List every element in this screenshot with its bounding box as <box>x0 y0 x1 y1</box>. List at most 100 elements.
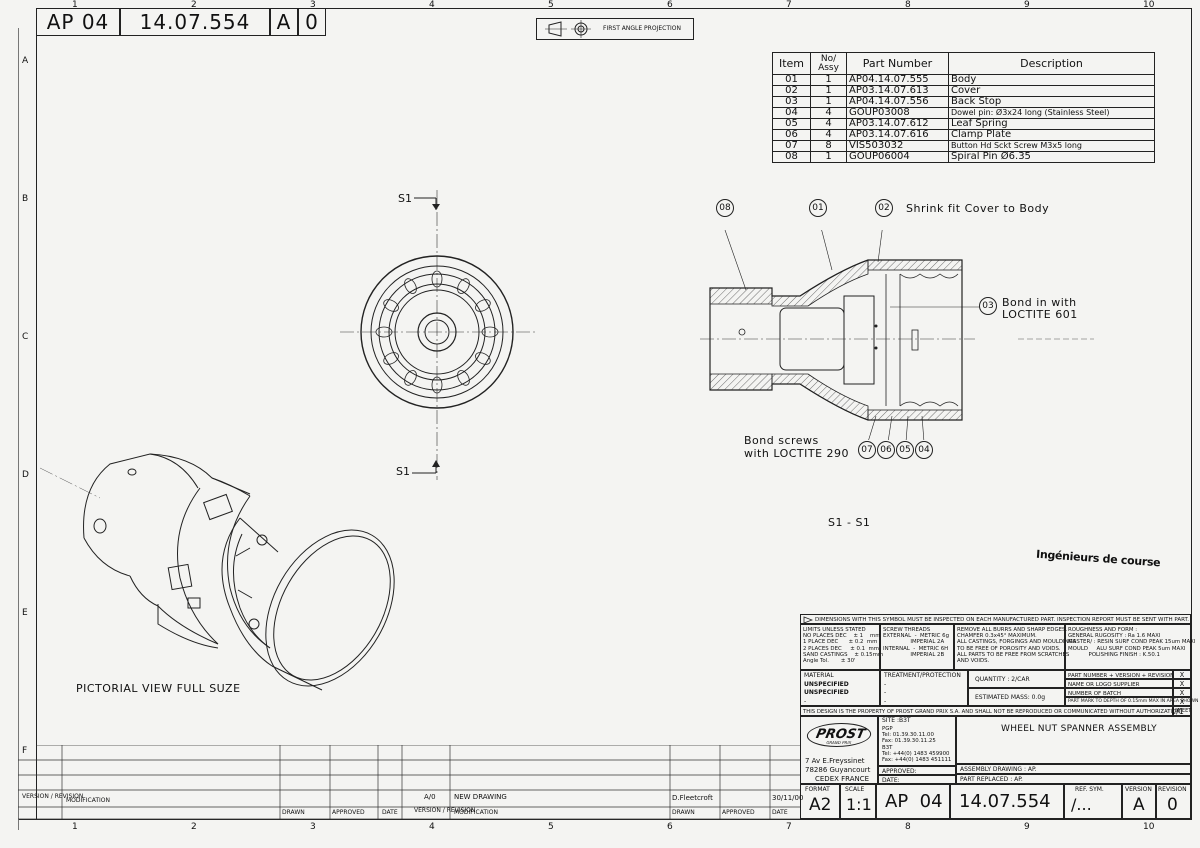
balloon-07: 07 <box>858 441 876 459</box>
dn-prefix: AP 04 <box>885 791 943 812</box>
bill-of-materials: Item No/ Assy Part Number Description 01… <box>772 52 1155 163</box>
site-label: SITE :B3T <box>882 717 911 724</box>
bom-part-cell: AP03.14.07.613 <box>846 85 949 97</box>
zone-top: 5 <box>548 0 554 10</box>
revision-value: 0 <box>1167 795 1178 815</box>
format-value: A2 <box>809 795 832 815</box>
address-line-1: 7 Av E.Freyssinet <box>805 757 865 765</box>
projection-box: FIRST ANGLE PROJECTION <box>536 18 694 40</box>
zone-side-left: A <box>22 56 29 66</box>
note-screws-line1: Bond screws <box>744 434 819 447</box>
mark-row-1: PART NUMBER + VERSION + REVISION <box>1065 670 1174 679</box>
bom-desc-cell: Back Stop <box>948 96 1155 108</box>
rev-row-drawn: D.Fleetcroft <box>672 794 713 802</box>
zone-top: 9 <box>1024 0 1030 10</box>
bom-part-cell: AP03.14.07.616 <box>846 129 949 141</box>
limits-line: NO PLACES DEC ± 1 mm <box>803 633 881 640</box>
zone-top: 8 <box>905 0 911 10</box>
rev-col-date-2: DATE <box>772 809 788 816</box>
threads-line: INTERNAL - METRIC 6H <box>883 645 949 652</box>
material-value-3: - <box>804 698 807 705</box>
section-mark-bottom: S1 <box>396 465 410 478</box>
spline-lobe <box>481 326 499 338</box>
logo-sub: GRAND PRIX <box>825 740 852 745</box>
approved-cell: APPROVED: <box>878 766 956 775</box>
zone-top: 7 <box>786 0 792 10</box>
property-text: THIS DESIGN IS THE PROPERTY OF PROST GRA… <box>803 709 1182 715</box>
material-cell: MATERIAL UNSPECIFIED UNSPECIFIED - <box>800 670 880 706</box>
mark-row-2: NAME OR LOGO SUPPLIER <box>1065 679 1173 688</box>
zone-top: 10 <box>1143 0 1155 10</box>
inspection-header: DIMENSIONS WITH THIS SYMBOL MUST BE INSP… <box>800 614 1191 624</box>
property-row: THIS DESIGN IS THE PROPERTY OF PROST GRA… <box>800 706 1182 716</box>
zone-side-left: C <box>22 332 29 342</box>
x-mark-4: X <box>1173 697 1191 706</box>
dn-number: 14.07.554 <box>959 791 1051 812</box>
balloon-06: 06 <box>877 441 895 459</box>
bom-desc-cell: Cover <box>948 85 1155 97</box>
zone-bottom: 5 <box>548 822 554 832</box>
roughness-line: GENERAL RUGOSITY : Ra 1.6 MAXI <box>1068 633 1161 640</box>
notes-line: ALL CASTINGS, FORGINGS AND MOULDINGS <box>957 639 1077 646</box>
note-shrink-fit: Shrink fit Cover to Body <box>906 202 1050 215</box>
rev-col-version-2: VERSION / REVISION <box>414 807 476 814</box>
mark-row-4: PART MARK TO DEPTH OF 0.15mm MAX IN AREA… <box>1065 697 1198 706</box>
company-cell: PROST GRAND PRIX 7 Av E.Freyssinet 78286… <box>800 716 878 784</box>
bom-part-cell: GOUP03008 <box>846 107 949 119</box>
threads-line: SCREW THREADS <box>883 627 931 633</box>
quantity-text: QUANTITY : 2/CAR <box>975 676 1030 683</box>
threads-line: IMPERIAL 2A <box>883 639 945 646</box>
rev-col-drawn-2: DRAWN <box>672 809 695 816</box>
zone-bottom: 9 <box>1024 822 1030 832</box>
scale-value: 1:1 <box>846 795 872 814</box>
revision-cell: REVISION 0 <box>1156 784 1191 819</box>
bom-qty-cell: 4 <box>810 129 847 141</box>
bom-item-cell: 08 <box>772 151 811 163</box>
limits-line: Angle Tol. ± 30' <box>803 658 856 665</box>
dn-prefix-cell: AP 04 <box>876 784 950 819</box>
part-replaced: PART REPLACED : AP. <box>960 776 1023 783</box>
notes-line: CHAMFER 0.3x45° MAXIMUM. <box>957 633 1037 640</box>
bom-desc-cell: Spiral Pin Ø6.35 <box>948 151 1155 163</box>
revision-table-grid <box>18 745 800 820</box>
zone-top: 2 <box>191 0 197 10</box>
bom-part-cell: VIS503032 <box>846 140 949 152</box>
bom-header-part: Part Number <box>846 52 949 75</box>
bom-item-cell: 01 <box>772 74 811 86</box>
zone-bottom: 3 <box>310 822 316 832</box>
treatment-value-2: - <box>884 689 887 696</box>
threads-line: IMPERIAL 2B <box>883 651 945 658</box>
version-label: VERSION <box>1125 786 1152 793</box>
frame-outer-left <box>18 28 19 830</box>
spline-lobe <box>404 278 417 294</box>
zone-bottom: 8 <box>905 822 911 832</box>
scale-cell: SCALE 1:1 <box>840 784 876 819</box>
sheet-label: SHEET <box>1175 708 1192 714</box>
material-value-1: UNSPECIFIED <box>804 681 849 688</box>
bom-item-cell: 07 <box>772 140 811 152</box>
bom-header-qty: No/ Assy <box>810 52 847 75</box>
zone-top: 3 <box>310 0 316 10</box>
note-screws-line2: with LOCTITE 290 <box>744 447 850 460</box>
rev-col-mod-2: MODIFICATION <box>454 809 498 816</box>
bom-qty-cell: 1 <box>810 151 847 163</box>
roughness-line: MOULD ALU SURF COND PEAK 5um MAXI <box>1068 645 1186 652</box>
material-label: MATERIAL <box>804 672 834 679</box>
treatment-value-3: - <box>884 698 887 705</box>
rev-col-approved: APPROVED <box>332 809 365 816</box>
balloon-08: 08 <box>716 199 734 217</box>
zone-bottom: 4 <box>429 822 435 832</box>
top-dn-prefix: AP 04 <box>36 8 120 36</box>
limits-line: SAND CASTINGS ± 0.15mm <box>803 651 884 658</box>
section-arrow-bottom <box>412 460 440 474</box>
notes-cell: REMOVE ALL BURRS AND SHARP EDGES.CHAMFER… <box>954 624 1076 670</box>
frame-left <box>36 8 37 820</box>
sheet-cell: SHEET <box>1173 706 1191 716</box>
